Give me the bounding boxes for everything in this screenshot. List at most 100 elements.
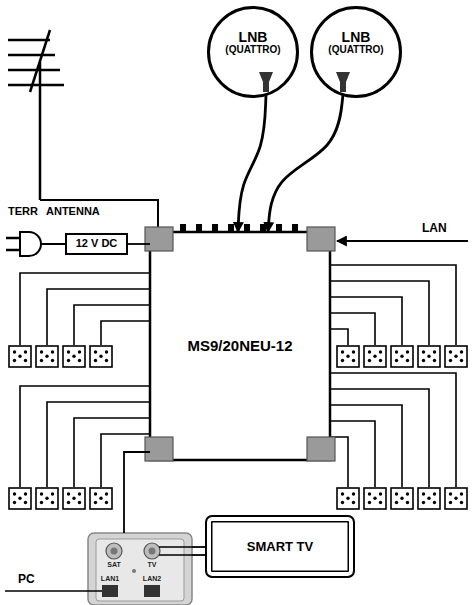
wire <box>330 405 402 487</box>
input-pin <box>196 224 202 232</box>
wire <box>20 273 150 345</box>
input-pin <box>212 224 218 232</box>
wire <box>101 321 150 345</box>
cable <box>192 546 205 548</box>
wire <box>47 402 150 487</box>
feed-horn <box>336 72 350 92</box>
input-pin <box>292 224 298 232</box>
multiswitch-housing <box>145 224 335 461</box>
node-label: (QUATTRO) <box>225 45 280 56</box>
wire <box>330 313 375 345</box>
wire <box>330 421 375 487</box>
outlet <box>364 488 386 509</box>
corner-block <box>145 437 173 461</box>
sat-port-core <box>111 548 118 555</box>
node-label: LNB <box>239 30 268 45</box>
outlet <box>391 488 413 509</box>
wire <box>330 281 429 345</box>
pc-label: PC <box>18 572 35 586</box>
outlet <box>364 346 386 367</box>
outlet <box>9 346 31 367</box>
plug-prong <box>6 249 20 252</box>
wire <box>330 297 402 345</box>
antenna-element <box>8 54 55 57</box>
feed-horn <box>259 72 273 92</box>
outlet <box>337 488 359 509</box>
lnb-cable <box>268 95 343 232</box>
outlet <box>36 488 58 509</box>
wire <box>330 373 456 487</box>
plug-prong <box>6 237 20 240</box>
wire <box>20 386 150 487</box>
wire <box>330 329 348 345</box>
outlet <box>418 488 440 509</box>
multiswitch-body <box>150 232 330 460</box>
lnb-cable <box>238 95 266 232</box>
lnb-circle-outline <box>312 8 401 97</box>
cable <box>128 243 150 245</box>
power-supply-box: 12 V DC <box>65 233 128 255</box>
wire <box>47 289 150 345</box>
input-pin <box>228 224 234 232</box>
outlet <box>418 346 440 367</box>
multiswitch-box: MS9/20NEU-12 <box>150 232 330 460</box>
input-pin <box>260 224 266 232</box>
corner-block <box>307 227 335 251</box>
corner-block <box>145 227 173 251</box>
socket-screw <box>132 569 136 573</box>
outlet <box>90 488 112 509</box>
outlet <box>36 346 58 367</box>
pc-cable <box>5 590 102 592</box>
antenna-mast <box>39 62 42 200</box>
node-label: MS9/20NEU-12 <box>187 338 292 354</box>
lan-arrow <box>337 240 468 242</box>
outlet <box>9 488 31 509</box>
port-label: TV <box>148 561 157 568</box>
node-label: (QUATTRO) <box>328 45 383 56</box>
port-label: LAN1 <box>101 575 119 582</box>
lan-jack <box>144 585 160 597</box>
node-label: 12 V DC <box>76 238 118 250</box>
outlet <box>445 488 467 509</box>
terrestrial-antenna <box>8 30 64 200</box>
sat-port <box>106 543 122 559</box>
wire <box>330 389 429 487</box>
antenna-cable <box>40 200 158 228</box>
port-label: SAT <box>107 561 120 568</box>
input-pin <box>276 224 282 232</box>
socket-plate <box>96 539 184 601</box>
node-label: SMART TV <box>247 540 313 554</box>
wall-socket: SAT TV LAN1 LAN2 <box>88 533 192 605</box>
outlet <box>90 346 112 367</box>
corner-block <box>307 437 335 461</box>
input-pin <box>180 224 186 232</box>
antenna-label: ANTENNA <box>46 205 100 217</box>
tv-cable-stub <box>159 546 192 548</box>
plug-cable <box>41 243 65 245</box>
node-label: LNB <box>342 30 371 45</box>
outlet <box>63 488 85 509</box>
cable <box>124 452 150 533</box>
tv-cable-stub <box>159 554 192 556</box>
lan-jack <box>102 585 118 597</box>
outlet <box>391 346 413 367</box>
lnb-circle: LNB(QUATTRO) <box>207 6 299 98</box>
tv-port <box>144 543 160 559</box>
tv-port-core <box>149 548 156 555</box>
wire <box>74 305 150 345</box>
port-label: LAN2 <box>143 575 161 582</box>
cable <box>192 554 205 556</box>
lnb-circle: LNB(QUATTRO) <box>310 6 402 98</box>
wire <box>330 265 456 345</box>
lan-label: LAN <box>422 221 447 235</box>
plug-body <box>20 232 41 256</box>
antenna-label: TERR <box>8 205 38 217</box>
smart-tv-box: SMART TV <box>205 515 355 578</box>
antenna-element <box>8 84 64 87</box>
wall-socket-drawing <box>88 533 192 605</box>
power-plug <box>6 232 65 256</box>
outlet <box>445 346 467 367</box>
socket-frame <box>88 533 192 605</box>
